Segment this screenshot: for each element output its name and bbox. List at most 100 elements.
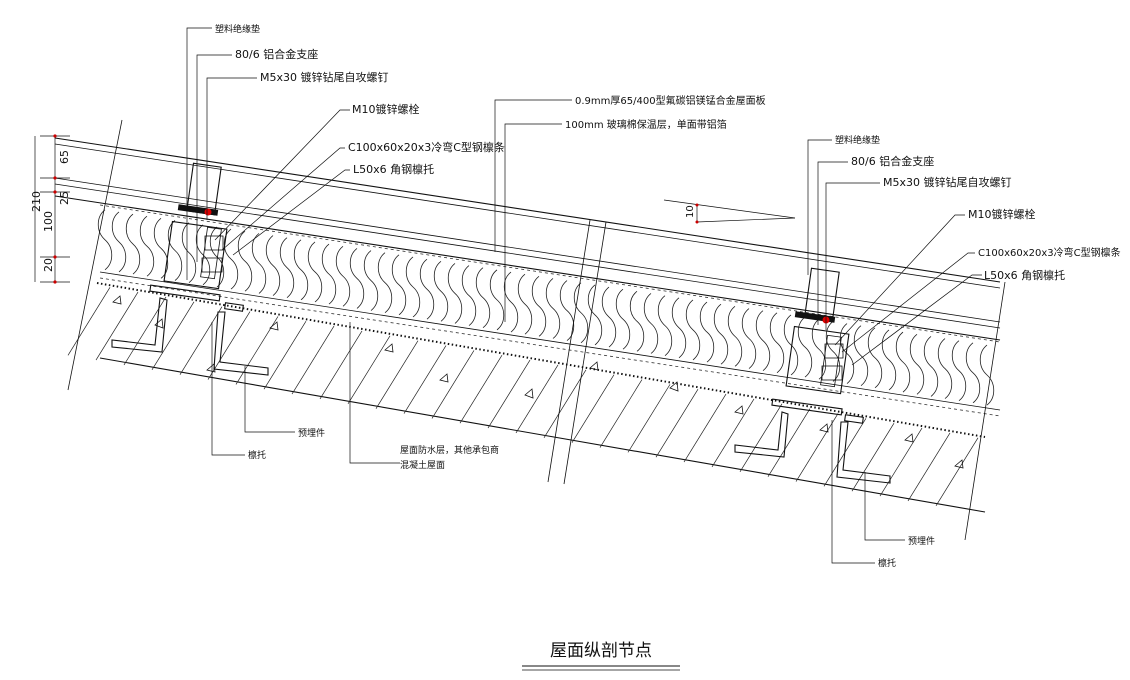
left-connection: [111, 162, 269, 376]
hatch-line: [263, 321, 307, 390]
wool-coil: [909, 333, 925, 395]
wool-coil: [293, 239, 309, 301]
dim-65: 65: [58, 150, 71, 164]
wool-coil: [601, 286, 617, 348]
dim-25: 25: [58, 191, 71, 205]
title-text: 屋面纵剖节点: [550, 641, 652, 661]
label-screw-right: M5x30 镀锌钻尾自攻螺钉: [883, 175, 1012, 189]
roof-layers: [54, 137, 1001, 513]
wool-coil: [461, 265, 477, 326]
hatch-line: [347, 335, 391, 404]
wool-coil: [181, 222, 197, 283]
wool-coil: [979, 344, 995, 406]
label-purlin-support-left: 檩托: [248, 449, 266, 461]
wool-coil: [405, 256, 421, 318]
hatch-line: [627, 384, 671, 453]
label-embedded-left: 预埋件: [298, 427, 325, 439]
label-insulation-pad-right: 塑料绝缘垫: [835, 134, 880, 146]
hatch-line: [151, 301, 195, 371]
wool-coil: [741, 308, 757, 369]
label-waterproof-1: 屋面防水层，其他承包商: [400, 444, 499, 456]
wool-coil: [153, 218, 169, 279]
wool-coil: [167, 220, 183, 281]
slope-indicator: 10: [663, 199, 796, 224]
label-waterproof-2: 混凝土屋面: [400, 459, 445, 471]
hatch-line: [431, 350, 475, 419]
wool-coil: [699, 301, 715, 363]
concrete-aggregate: [112, 295, 964, 469]
wool-coil: [881, 329, 897, 391]
wool-coil: [685, 299, 701, 361]
label-angle-right: L50x6 角钢檩托: [984, 268, 1065, 282]
wool-coil: [531, 275, 547, 337]
hatch-line: [711, 398, 755, 468]
hatch-line: [739, 403, 783, 472]
hatch-line: [207, 311, 251, 380]
wool-coil: [755, 310, 771, 371]
wool-coil: [937, 338, 953, 399]
wool-coil: [363, 250, 379, 311]
wool-coil: [713, 303, 729, 365]
wool-coil: [923, 336, 939, 397]
dim-210: 210: [30, 191, 43, 212]
hatch-line: [459, 355, 503, 424]
label-glasswool: 100mm 玻璃棉保温层，单面带铝箔: [565, 118, 727, 131]
hatch-line: [123, 296, 167, 366]
label-screw: M5x30 镀锌钻尾自攻螺钉: [260, 70, 389, 84]
drawing-title: 屋面纵剖节点: [522, 641, 680, 671]
wool-coil: [307, 241, 323, 303]
wool-coil: [447, 263, 463, 324]
wool-coil: [209, 226, 225, 288]
wool-coil: [783, 314, 799, 376]
hatch-line: [95, 291, 139, 361]
hatch-line: [235, 316, 279, 385]
wool-coil: [615, 288, 631, 350]
break-lines: [67, 119, 1006, 541]
wool-coil: [811, 318, 827, 380]
hatch-line: [683, 393, 727, 463]
wool-coil: [335, 245, 351, 307]
hatch-line: [935, 437, 979, 506]
wool-coil: [769, 312, 785, 374]
wool-coil: [279, 237, 295, 298]
wool-coil: [965, 342, 981, 404]
bottom-left-callouts: 预埋件 檩托 屋面防水层，其他承包商 混凝土屋面: [211, 322, 499, 471]
hatch-line: [67, 287, 111, 356]
wool-coil: [139, 215, 155, 277]
wool-coil: [125, 213, 141, 275]
hatch-line: [599, 379, 643, 448]
wool-coil: [489, 269, 505, 331]
label-support-right: 80/6 铝合金支座: [851, 154, 934, 168]
label-panel: 0.9mm厚65/400型氟碳铝镁锰合金屋面板: [575, 94, 766, 107]
hatch-line: [767, 408, 811, 477]
hatch-line: [879, 427, 923, 497]
wool-coil: [573, 282, 589, 344]
hatch-line: [179, 306, 223, 375]
wool-coil: [853, 325, 869, 387]
label-support: 80/6 铝合金支座: [235, 47, 318, 61]
dim-100: 100: [42, 211, 55, 232]
slope-label: 10: [685, 205, 696, 218]
hatch-line: [403, 345, 447, 414]
right-connection: [734, 267, 891, 484]
wool-coil: [657, 295, 673, 356]
label-bolt: M10镀锌螺栓: [352, 102, 420, 116]
wool-coil: [545, 278, 561, 339]
wool-coil: [517, 273, 533, 335]
dimension-chain: 210 65 100 25 20: [30, 134, 71, 284]
wool-coil: [727, 306, 743, 367]
hatch-line: [319, 330, 363, 400]
hatch-line: [655, 389, 699, 458]
wool-coil: [895, 331, 911, 393]
wool-coil: [349, 248, 365, 309]
wool-coil: [825, 321, 841, 382]
hatch-line: [795, 413, 839, 482]
wool-coil: [951, 340, 967, 402]
label-purlin-support-right: 檩托: [878, 557, 896, 569]
dim-20: 20: [42, 258, 55, 272]
glass-wool-insulation: [97, 209, 995, 406]
wool-coil: [671, 297, 687, 359]
label-embedded-right: 预埋件: [908, 535, 935, 547]
right-callouts: 塑料绝缘垫 80/6 铝合金支座 M5x30 镀锌钻尾自攻螺钉 M10镀锌螺栓 …: [807, 134, 1121, 569]
hatch-line: [375, 340, 419, 409]
